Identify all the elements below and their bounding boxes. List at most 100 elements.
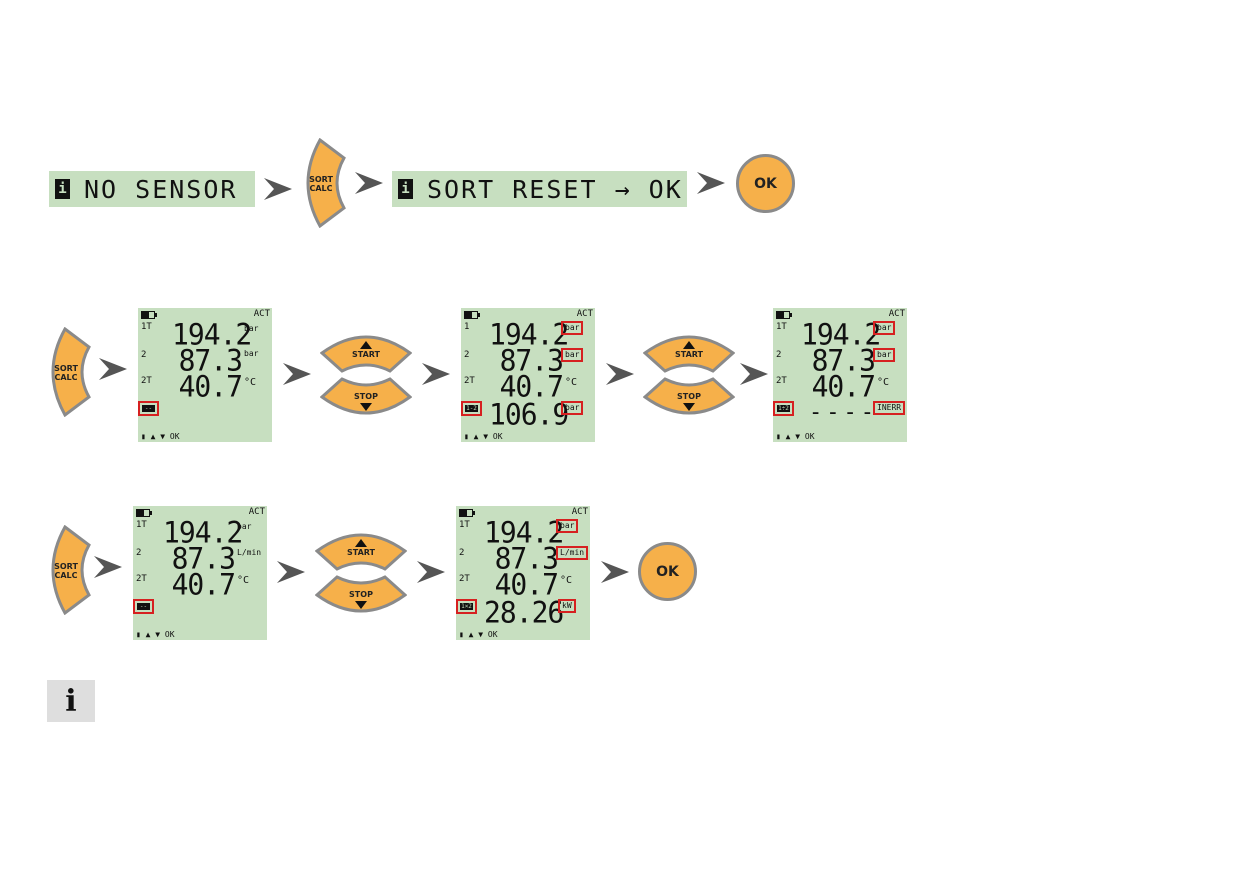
value-3: 40.7 <box>499 369 564 404</box>
calc-indicator: -- <box>138 401 159 416</box>
stop-label: STOP <box>354 392 378 401</box>
info-icon: i <box>398 179 413 199</box>
arrow-right-icon <box>94 556 122 578</box>
calc-label: CALC <box>54 571 78 580</box>
unit-1: bar <box>237 522 252 531</box>
start-button[interactable]: START <box>642 333 736 377</box>
lcd-sort-reset: i SORT RESET → OK <box>392 171 687 207</box>
unit-3: °C <box>237 575 250 586</box>
value-2: 87.3 <box>494 541 559 576</box>
battery-icon <box>776 311 792 319</box>
arrow-right-icon <box>697 172 725 194</box>
lcd-footer: ▮ ▲ ▼ OK <box>776 432 815 441</box>
ok-button[interactable]: OK <box>638 542 697 601</box>
value-4: 28.26 <box>484 595 564 630</box>
channel-label: 2T <box>141 376 152 386</box>
value-1: 194.2 <box>172 317 252 352</box>
arrow-right-icon <box>277 561 305 583</box>
start-label: START <box>351 350 381 359</box>
act-label: ACT <box>888 309 905 319</box>
battery-icon <box>459 509 475 517</box>
act-label: ACT <box>248 507 265 517</box>
sort-calc-button[interactable]: SORT CALC <box>302 137 346 232</box>
stop-label: STOP <box>677 392 701 401</box>
value-2: 87.3 <box>499 343 564 378</box>
stop-button[interactable]: STOP <box>314 575 408 619</box>
unit-3: °C <box>565 377 578 388</box>
calc-label: CALC <box>309 184 333 193</box>
sort-calc-button[interactable]: SORT CALC <box>47 524 91 619</box>
lcd-sort-reset-text: SORT RESET → OK <box>427 174 683 204</box>
channel-label: 2 <box>459 548 465 558</box>
unit-1: bar <box>556 519 579 533</box>
calc-indicator: 1-2 <box>461 401 482 416</box>
lcd-footer: ▮ ▲ ▼ OK <box>459 630 498 639</box>
value-2: 87.3 <box>811 343 876 378</box>
arrow-right-icon <box>422 363 450 385</box>
arrow-right-icon <box>417 561 445 583</box>
start-button[interactable]: START <box>319 333 413 377</box>
value-1: 194.2 <box>489 317 569 352</box>
unit-2: bar <box>244 349 259 358</box>
value-4: ---- <box>809 400 878 425</box>
calc-indicator: -- <box>133 599 154 614</box>
value-3: 40.7 <box>171 567 236 602</box>
act-label: ACT <box>253 309 270 319</box>
channel-label: 2T <box>464 376 475 386</box>
unit-1: bar <box>873 321 896 335</box>
channel-label: 2T <box>776 376 787 386</box>
arrow-right-icon <box>283 363 311 385</box>
calc-indicator: 1÷2 <box>773 401 794 416</box>
value-1: 194.2 <box>801 317 881 352</box>
battery-icon <box>136 509 152 517</box>
value-1: 194.2 <box>163 515 243 550</box>
channel-label: 2 <box>141 350 147 360</box>
sort-calc-button[interactable]: SORT CALC <box>47 326 91 421</box>
unit-3: °C <box>244 377 257 388</box>
act-label: ACT <box>571 507 588 517</box>
info-note-icon: i <box>47 680 95 722</box>
battery-icon <box>141 311 157 319</box>
arrow-right-icon <box>264 178 292 200</box>
battery-icon <box>464 311 480 319</box>
lcd-screen-1: ACT 1T 2 2T 194.2 87.3 40.7 bar bar °C -… <box>138 308 272 442</box>
value-2: 87.3 <box>171 541 236 576</box>
stop-button[interactable]: STOP <box>319 377 413 421</box>
lcd-no-sensor-text: NO SENSOR <box>84 174 238 204</box>
value-3: 40.7 <box>811 369 876 404</box>
start-label: START <box>674 350 704 359</box>
lcd-footer: ▮ ▲ ▼ OK <box>464 432 503 441</box>
lcd-no-sensor: i NO SENSOR <box>49 171 255 207</box>
lcd-screen-5: ACT 1T 2 2T 194.2 87.3 40.7 28.26 bar L/… <box>456 506 590 640</box>
unit-3: °C <box>877 377 890 388</box>
unit-2: bar <box>873 348 896 362</box>
unit-1: bar <box>244 324 259 333</box>
stop-button[interactable]: STOP <box>642 377 736 421</box>
start-button[interactable]: START <box>314 531 408 575</box>
value-3: 40.7 <box>178 369 243 404</box>
lcd-footer: ▮ ▲ ▼ OK <box>141 432 180 441</box>
arrow-right-icon <box>355 172 383 194</box>
value-1: 194.2 <box>484 515 564 550</box>
unit-4: bar <box>561 401 584 415</box>
stop-label: STOP <box>349 590 373 599</box>
channel-label: 2 <box>776 350 782 360</box>
channel-label: 1T <box>136 520 147 530</box>
sort-label: SORT <box>54 364 78 373</box>
unit-2: L/min <box>237 548 262 557</box>
unit-2: L/min <box>556 546 589 560</box>
channel-label: 2 <box>464 350 470 360</box>
ok-button[interactable]: OK <box>736 154 795 213</box>
arrow-right-icon <box>740 363 768 385</box>
value-4: 106.9 <box>489 397 569 432</box>
channel-label: 1 <box>464 322 470 332</box>
lcd-screen-3: ACT 1T 2 2T 194.2 87.3 40.7 ---- bar bar… <box>773 308 907 442</box>
start-label: START <box>346 548 376 557</box>
unit-1: bar <box>561 321 584 335</box>
calc-indicator: 1×2 <box>456 599 477 614</box>
unit-4: INERR <box>873 401 906 415</box>
arrow-right-icon <box>601 561 629 583</box>
channel-label: 2T <box>459 574 470 584</box>
lcd-screen-4: ACT 1T 2 2T 194.2 87.3 40.7 bar L/min °C… <box>133 506 267 640</box>
calc-label: CALC <box>54 373 78 382</box>
